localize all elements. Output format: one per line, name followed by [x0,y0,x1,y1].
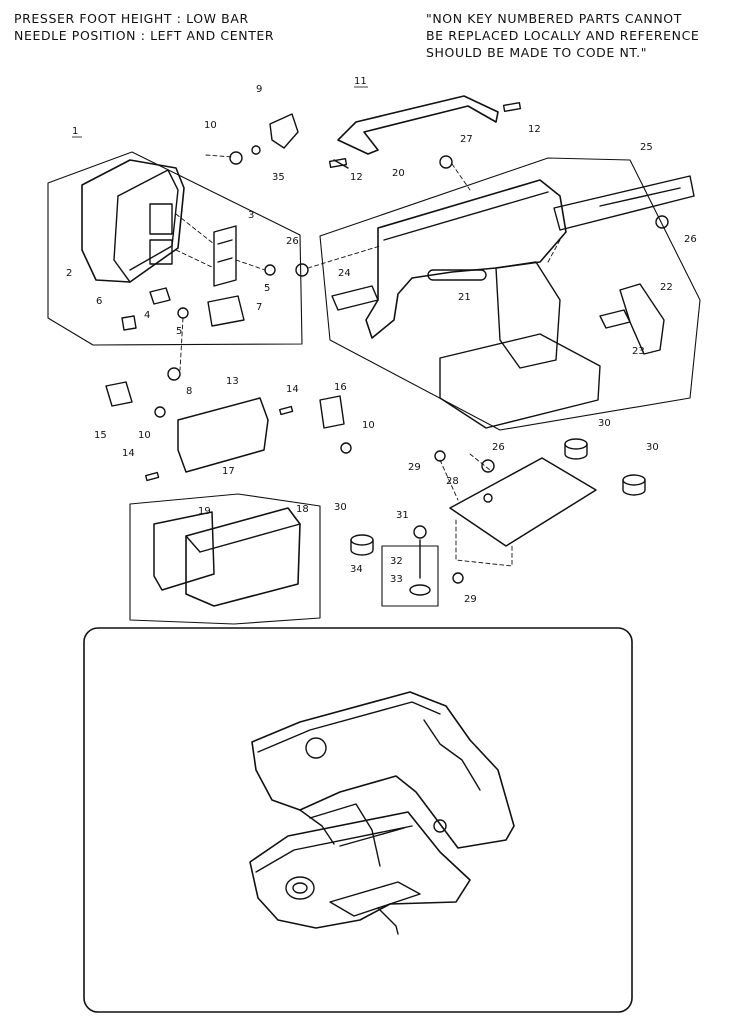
callout-25: 25 [640,142,653,153]
presser-foot-note: PRESSER FOOT HEIGHT : LOW BAR [14,11,249,26]
callout-23: 23 [632,346,645,357]
callout-24: 24 [338,268,351,279]
callout-12b: 12 [350,172,363,183]
callout-1: 1 [72,126,78,137]
callout-30c: 30 [334,502,347,513]
callout-13: 13 [226,376,239,387]
main-frame-group [295,155,701,431]
spec-notes: PRESSER FOOT HEIGHT : LOW BAR NEEDLE POS… [14,10,274,44]
callout-33: 33 [390,574,403,585]
callout-21: 21 [458,292,471,303]
callout-27: 27 [460,134,473,145]
callout-2: 2 [66,268,72,279]
callout-4: 4 [144,310,150,321]
frame-illustration-panel [83,627,633,1013]
callout-10c: 10 [362,420,375,431]
callout-3: 3 [248,210,254,221]
callout-11: 11 [354,76,367,87]
notice-line-1: "NON KEY NUMBERED PARTS CANNOT [426,11,682,26]
diagram-header: PRESSER FOOT HEIGHT : LOW BAR NEEDLE POS… [0,0,752,60]
small-hardware [167,113,299,381]
callout-30a: 30 [598,418,611,429]
callout-14a: 14 [286,384,299,395]
carry-handle [328,95,522,169]
needle-position-note: NEEDLE POSITION : LEFT AND CENTER [14,28,275,43]
callout-34: 34 [350,564,363,575]
callout-12a: 12 [528,124,541,135]
callout-15: 15 [94,430,107,441]
callout-29b: 29 [464,594,477,605]
callout-6: 6 [96,296,102,307]
callout-35: 35 [272,172,285,183]
callout-14b: 14 [122,448,135,459]
notice-line-3: SHOULD BE MADE TO CODE NT." [426,45,648,60]
accessory-box-group [129,493,321,625]
callout-7: 7 [256,302,262,313]
callout-10b: 10 [138,430,151,441]
callout-labels: 1 2 3 4 5 5 6 7 8 9 10 10 10 11 12 12 13… [66,76,697,605]
callout-19: 19 [198,506,211,517]
callout-26b: 26 [684,234,697,245]
base-plate-group [350,438,646,584]
callout-28: 28 [446,476,459,487]
side-plate-parts [105,381,352,482]
callout-32: 32 [390,556,403,567]
callout-16: 16 [334,382,347,393]
callout-9: 9 [256,84,262,95]
callout-31: 31 [396,510,409,521]
callout-26a: 26 [286,236,299,247]
replacement-notice: "NON KEY NUMBERED PARTS CANNOT BE REPLAC… [426,10,699,61]
callout-20: 20 [392,168,405,179]
callout-5b: 5 [176,326,182,337]
front-cover-group [47,151,303,371]
notice-line-2: BE REPLACED LOCALLY AND REFERENCE [426,28,700,43]
callout-26c: 26 [492,442,505,453]
callout-29a: 29 [408,462,421,473]
foot-assembly-group [381,525,439,607]
callout-5a: 5 [264,283,270,294]
callout-8: 8 [186,386,192,397]
callout-17: 17 [222,466,235,477]
callout-22: 22 [660,282,673,293]
callout-30b: 30 [646,442,659,453]
callout-18: 18 [296,504,309,515]
callout-10a: 10 [204,120,217,131]
